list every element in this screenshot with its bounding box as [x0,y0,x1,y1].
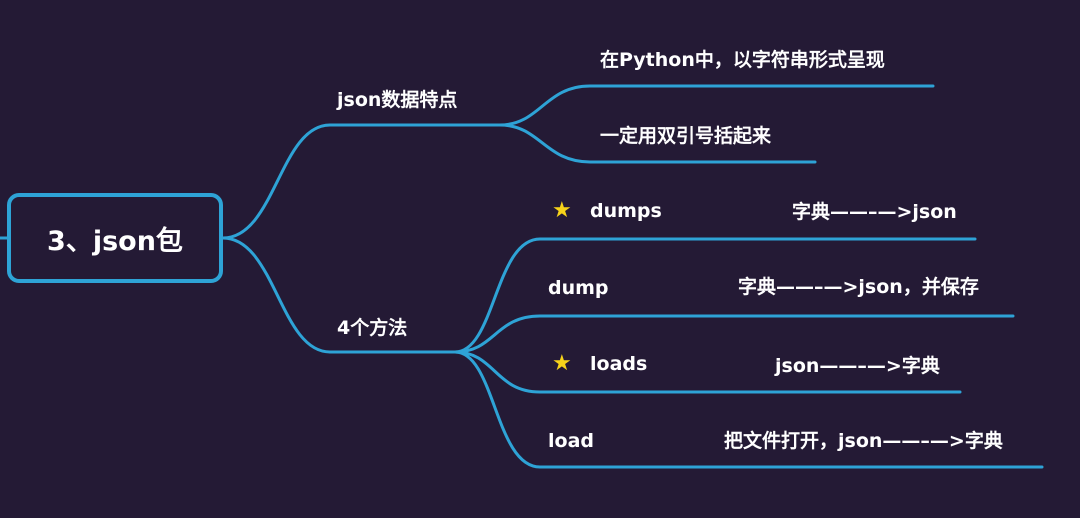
branch-methods-label[interactable]: 4个方法 [337,317,408,339]
connector-branch-methods [221,236,332,354]
child-python-string-label[interactable]: 在Python中，以字符串形式呈现 [600,49,885,71]
child-dump-note: 字典——–—>json，并保存 [738,276,979,298]
child-load-label[interactable]: load [548,430,594,452]
connector-child-python-string [498,84,935,127]
child-loads-label[interactable]: loads [590,353,648,375]
star-icon: ★ [552,351,572,376]
child-double-quotes-label[interactable]: 一定用双引号括起来 [600,125,772,147]
connector-child-double-quotes [498,123,817,164]
branch-features-label[interactable]: json数据特点 [337,89,458,111]
connector-child-load [453,350,1044,469]
child-load-note: 把文件打开，json——–—>字典 [724,430,1003,452]
child-dumps-label[interactable]: dumps [590,200,662,222]
connector-child-dump [453,314,1015,354]
child-dumps-note: 字典——–—>json [792,201,957,223]
root-node[interactable]: 3、json包 [7,193,223,283]
connector-child-dumps [453,237,977,354]
connector-child-loads [453,350,962,394]
child-dump-label[interactable]: dump [548,277,609,299]
star-icon: ★ [552,198,572,223]
connector-branch-features [221,123,332,240]
child-loads-note: json——–—>字典 [775,355,940,377]
root-node-label: 3、json包 [47,225,183,257]
